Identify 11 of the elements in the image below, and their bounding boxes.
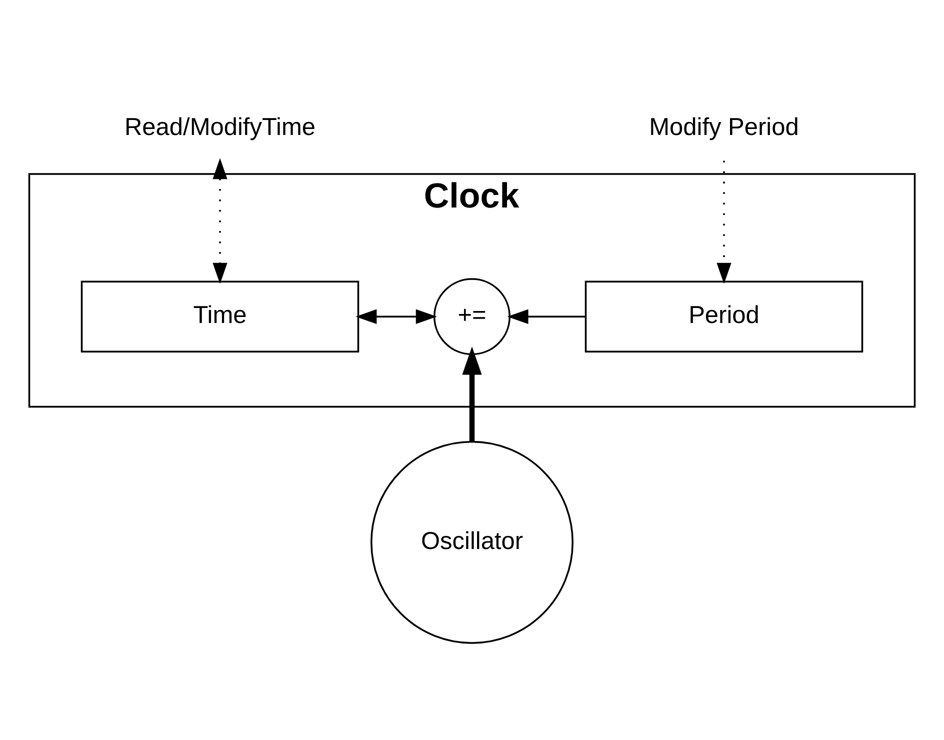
node-box: Period: [584, 280, 864, 352]
node-text: Modify Period: [649, 114, 799, 141]
arrow: [212, 158, 228, 284]
node-box: Time: [80, 280, 360, 352]
arrow: [507, 309, 586, 324]
node-circle: Oscillator: [370, 440, 574, 644]
arrow: [356, 309, 437, 324]
arrow: [716, 160, 732, 284]
node-text: Read/ModifyTime: [124, 114, 316, 141]
node-circle: +=: [434, 278, 510, 356]
arrow: [462, 346, 482, 442]
